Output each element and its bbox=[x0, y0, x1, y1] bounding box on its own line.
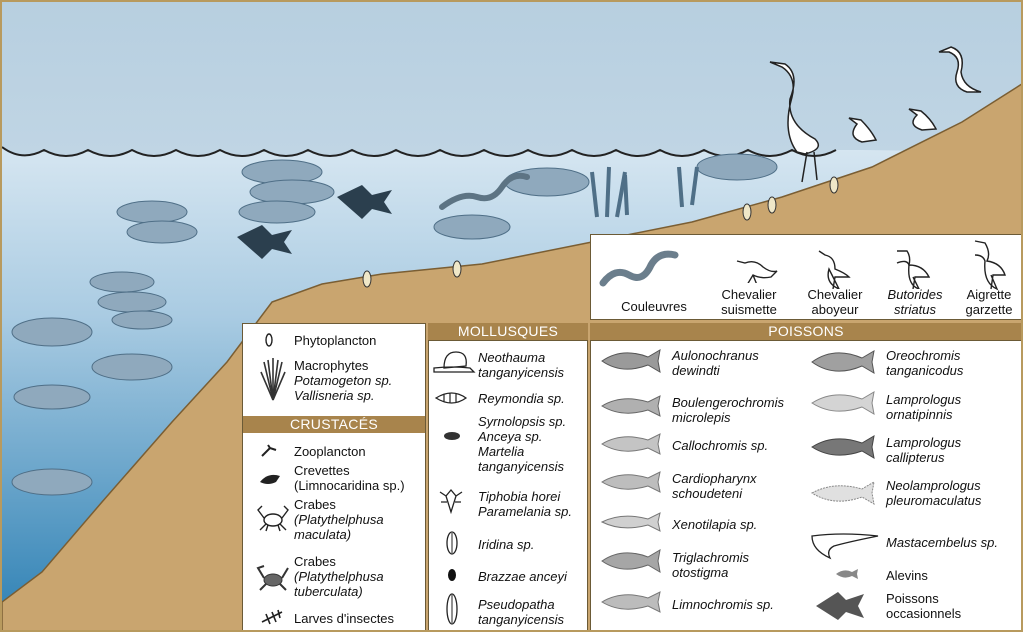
spiky-shell-icon bbox=[438, 484, 464, 514]
bird-label-3: Chevalier aboyeur bbox=[795, 287, 875, 317]
fish-icon-lamprologus-2 bbox=[808, 434, 878, 460]
neothauma-2-label: tanganyicensis bbox=[478, 365, 564, 380]
poissons-occasionnels-2-label: occasionnels bbox=[886, 606, 961, 621]
crabes-1-label: Crabes bbox=[294, 497, 336, 512]
maculata-label: maculata) bbox=[294, 527, 351, 542]
fish-icon-lamprologus-1 bbox=[808, 390, 878, 416]
zooplancton-label: Zooplancton bbox=[294, 444, 366, 459]
callipterus-label: callipterus bbox=[886, 450, 945, 465]
schoudeteni-label: schoudeteni bbox=[672, 486, 742, 501]
bird-icon-2 bbox=[813, 245, 853, 289]
small-shell-icon bbox=[442, 430, 462, 442]
fish-icon-aulonocranus bbox=[598, 348, 664, 374]
oreochromis-label: Oreochromis bbox=[886, 348, 960, 363]
macrophyte-icon bbox=[258, 358, 288, 402]
limnocaridina-label: (Limnocaridina sp.) bbox=[294, 478, 405, 493]
insect-larva-icon bbox=[260, 608, 286, 626]
limnochromis-label: Limnochromis sp. bbox=[672, 597, 774, 612]
fish-icon-callochromis bbox=[598, 432, 664, 456]
neolamprologus-label: Neolamprologus bbox=[886, 478, 981, 493]
shell-icon bbox=[434, 390, 468, 406]
fish-icon-triglachromis bbox=[598, 548, 664, 574]
platythelphusa-2-label: (Platythelphusa bbox=[294, 569, 384, 584]
fish-icon-cardiopharynx bbox=[598, 470, 664, 494]
pseudopatha-2-label: tanganyicensis bbox=[478, 612, 564, 627]
bird-label-4: Butorides striatus bbox=[875, 287, 955, 317]
fry-icon bbox=[834, 568, 860, 580]
phytoplancton-label: Phytoplancton bbox=[294, 333, 376, 348]
bird-label-5: Aigrette garzette bbox=[949, 287, 1023, 317]
larves-label: Larves d'insectes bbox=[294, 611, 394, 626]
fish-icon-xenotilapia bbox=[598, 510, 664, 534]
occasional-fish-icon bbox=[814, 588, 878, 624]
heron-icon bbox=[893, 243, 933, 289]
paramelania-label: Paramelania sp. bbox=[478, 504, 572, 519]
mastacembelus-label: Mastacembelus sp. bbox=[886, 535, 998, 550]
mollusques-header: MOLLUSQUES bbox=[428, 323, 588, 340]
reymondia-label: Reymondia sp. bbox=[478, 391, 565, 406]
otostigma-label: otostigma bbox=[672, 565, 728, 580]
syrnolopsis-label: Syrnolopsis sp. bbox=[478, 414, 566, 429]
bird-label-1: Couleuvres bbox=[609, 299, 699, 314]
boulengerochromis-label: Boulengerochromis bbox=[672, 395, 784, 410]
zooplankton-icon bbox=[260, 444, 278, 458]
potamogeton-label: Potamogeton sp. bbox=[294, 373, 392, 388]
bivalve-icon bbox=[444, 530, 460, 556]
macrophytes-label: Macrophytes bbox=[294, 358, 368, 373]
neothauma-label: Neothauma bbox=[478, 350, 545, 365]
predators-panel: Couleuvres Chevalier suismette Chevalier… bbox=[590, 234, 1022, 320]
iridina-label: Iridina sp. bbox=[478, 537, 534, 552]
phytoplankton-icon bbox=[262, 332, 276, 348]
pleuromaculatus-label: pleuromaculatus bbox=[886, 493, 981, 508]
crevettes-label: Crevettes bbox=[294, 463, 350, 478]
lamprologus-2-label: Lamprologus bbox=[886, 435, 961, 450]
bird-label-2: Chevalier suismette bbox=[709, 287, 789, 317]
egret-icon bbox=[967, 235, 1017, 291]
long-bivalve-icon bbox=[444, 592, 460, 626]
tuberculata-label: tuberculata) bbox=[294, 584, 363, 599]
microlepis-label: microlepis bbox=[672, 410, 731, 425]
alevins-label: Alevins bbox=[886, 568, 928, 583]
poissons-occasionnels-label: Poissons bbox=[886, 591, 939, 606]
fish-icon-limnochromis bbox=[598, 590, 664, 614]
fish-icon-oreochromis bbox=[808, 348, 878, 376]
poissons-header: POISSONS bbox=[590, 323, 1022, 340]
callochromis-label: Callochromis sp. bbox=[672, 438, 768, 453]
triglachromis-label: Triglachromis bbox=[672, 550, 749, 565]
xenotilapia-label: Xenotilapia sp. bbox=[672, 517, 757, 532]
martelia-2-label: tanganyicensis bbox=[478, 459, 564, 474]
fish-icon-neolamprologus bbox=[808, 480, 878, 506]
platythelphusa-1-label: (Platythelphusa bbox=[294, 512, 384, 527]
mastacembelus-icon bbox=[808, 530, 882, 560]
tiphobia-label: Tiphobia horei bbox=[478, 489, 560, 504]
vallisneria-label: Vallisneria sp. bbox=[294, 388, 374, 403]
crab-icon-2 bbox=[256, 562, 290, 592]
crabes-2-label: Crabes bbox=[294, 554, 336, 569]
brazzae-label: Brazzae anceyi bbox=[478, 569, 567, 584]
bird-icon bbox=[731, 253, 781, 283]
lamprologus-1-label: Lamprologus bbox=[886, 392, 961, 407]
anceya-label: Anceya sp. bbox=[478, 429, 542, 444]
crustaces-header: CRUSTACÉS bbox=[243, 416, 425, 433]
aulonochranus-label: Aulonochranus bbox=[672, 348, 759, 363]
pseudopatha-label: Pseudopatha bbox=[478, 597, 555, 612]
black-shell-icon bbox=[446, 568, 458, 582]
snake-icon bbox=[599, 249, 679, 289]
tanganicodus-label: tanganicodus bbox=[886, 363, 963, 378]
dewindti-label: dewindti bbox=[672, 363, 720, 378]
cardiopharynx-label: Cardiopharynx bbox=[672, 471, 757, 486]
martelia-label: Martelia bbox=[478, 444, 524, 459]
shrimp-icon bbox=[258, 472, 282, 488]
fish-icon-boulengerochromis bbox=[598, 394, 664, 418]
crab-icon bbox=[256, 502, 290, 532]
snail-icon bbox=[430, 348, 476, 374]
ornatipinnis-label: ornatipinnis bbox=[886, 407, 953, 422]
